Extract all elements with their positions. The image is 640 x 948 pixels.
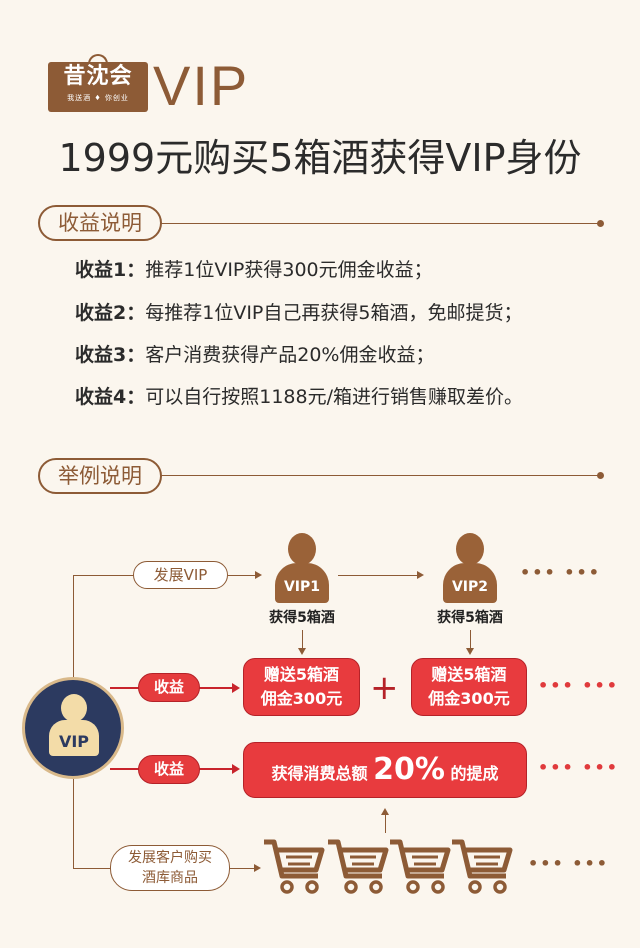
arrow-right-icon	[417, 571, 424, 579]
shopping-carts	[262, 836, 522, 898]
arrow-up-icon	[381, 808, 389, 815]
connector	[230, 868, 255, 869]
cart-icon	[328, 842, 386, 892]
cart-icon	[264, 842, 322, 892]
more-ellipsis: ••• •••	[538, 758, 619, 777]
cart-icon	[390, 842, 448, 892]
vip2-caption: 获得5箱酒	[437, 610, 503, 626]
income-badge: 收益	[138, 755, 200, 784]
gift-box-2: 赠送5箱酒佣金300元	[411, 658, 527, 716]
vip2-person-icon: VIP2	[443, 533, 497, 603]
vip1-person-icon: VIP1	[275, 533, 329, 603]
arrow-down-icon	[466, 648, 474, 655]
section-divider	[150, 223, 600, 224]
slogan-left: 我送酒	[67, 94, 92, 102]
section-title-income: 收益说明	[38, 205, 162, 241]
connector	[338, 575, 418, 576]
brand-name: 昔沈会	[63, 64, 133, 89]
slogan-right: 你创业	[104, 94, 129, 102]
arrow-right-icon	[255, 571, 262, 579]
income-item: 收益4：可以自行按照1188元/箱进行销售赚取差价。	[75, 386, 523, 408]
connector	[73, 575, 135, 576]
gift-box-1: 赠送5箱酒佣金300元	[243, 658, 360, 716]
connector	[470, 630, 471, 650]
brand-logo: 昔沈会 我送酒 ♦ 你创业	[48, 62, 148, 112]
arrow-right-icon	[254, 864, 261, 872]
more-ellipsis: ••• •••	[538, 676, 619, 695]
section-title-example: 举例说明	[38, 458, 162, 494]
income-item: 收益2：每推荐1位VIP自己再获得5箱酒，免邮提货；	[75, 302, 523, 324]
income-item: 收益1：推荐1位VIP获得300元佣金收益；	[75, 259, 433, 281]
connector	[385, 815, 386, 833]
arrow-right-icon	[232, 683, 240, 693]
divider-dot	[597, 220, 604, 227]
more-ellipsis: ••• •••	[520, 563, 601, 582]
vip-avatar: VIP	[22, 677, 124, 779]
connector	[73, 868, 113, 869]
vip1-caption: 获得5箱酒	[269, 610, 335, 626]
more-ellipsis: ••• •••	[528, 854, 609, 873]
income-badge: 收益	[138, 673, 200, 702]
plus-icon: +	[370, 668, 399, 708]
arrow-down-icon	[298, 648, 306, 655]
income-item: 收益3：客户消费获得产品20%佣金收益；	[75, 344, 435, 366]
page-title: 1999元购买5箱酒获得VIP身份	[58, 136, 582, 180]
connector	[228, 575, 256, 576]
develop-customer-label: 发展客户购买酒库商品	[110, 845, 230, 891]
section-divider	[150, 475, 600, 476]
develop-vip-label: 发展VIP	[133, 561, 228, 589]
commission-box: 获得消费总额 20% 的提成	[243, 742, 527, 798]
vip-logo-text: VIP	[153, 54, 250, 117]
arrow-right-icon	[232, 764, 240, 774]
divider-dot	[597, 472, 604, 479]
connector	[302, 630, 303, 650]
cart-icon	[452, 842, 510, 892]
